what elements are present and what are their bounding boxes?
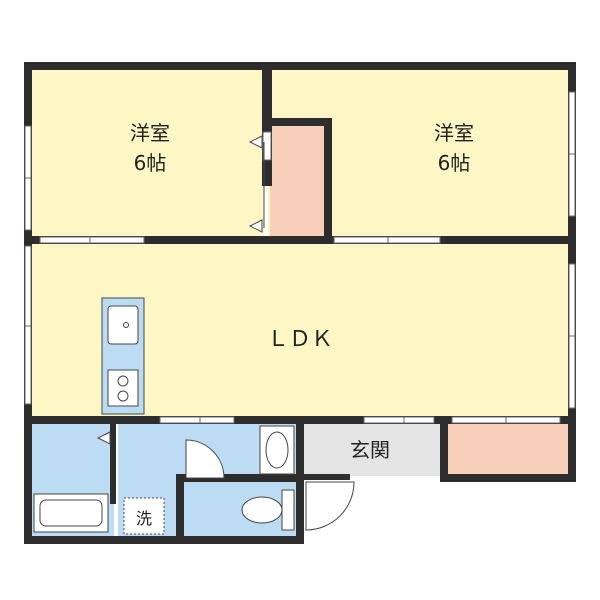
toilet-icon bbox=[241, 489, 295, 531]
kitchen-counter bbox=[101, 297, 145, 415]
closet-door-marks bbox=[248, 135, 265, 233]
wall-bottom-right bbox=[440, 474, 576, 482]
window-ldk-west bbox=[24, 245, 32, 405]
room-labels: 洋室 6帖 洋室 6帖 ＬＤＫ 玄関 洗 bbox=[130, 121, 474, 528]
wall-entrance-storage bbox=[440, 424, 448, 482]
wall-toilet-right bbox=[296, 424, 304, 544]
west-bedroom-size: 6帖 bbox=[134, 151, 167, 175]
west-bedroom-name: 洋室 bbox=[130, 121, 170, 145]
washer-label: 洗 bbox=[136, 509, 152, 528]
washer-space bbox=[123, 497, 165, 535]
east-bedroom-name: 洋室 bbox=[434, 121, 474, 145]
wall-outer-top bbox=[24, 62, 576, 70]
wall-washroom-toilet bbox=[176, 474, 184, 540]
wall-bottom-left bbox=[24, 536, 304, 544]
storage-area bbox=[446, 424, 570, 476]
east-bedroom-size: 6帖 bbox=[438, 151, 471, 175]
washbasin-icon bbox=[259, 425, 295, 475]
door-ldk-entrance bbox=[363, 416, 435, 424]
sliding-marks bbox=[25, 153, 575, 423]
door-ldk-washroom bbox=[159, 416, 235, 424]
washroom-door bbox=[96, 431, 225, 479]
wall-bath-washroom bbox=[110, 424, 116, 504]
entrance-label: 玄関 bbox=[350, 438, 390, 462]
bathtub-icon bbox=[33, 493, 109, 533]
door-west-bedroom bbox=[39, 236, 145, 244]
entrance-area bbox=[300, 424, 440, 476]
closet-area bbox=[270, 124, 326, 240]
entrance-door bbox=[305, 481, 355, 531]
wall-closet-top bbox=[262, 118, 330, 126]
wall-ldk-bottom bbox=[24, 416, 576, 424]
wall-entrance-bottom bbox=[304, 474, 350, 480]
ldk-label: ＬＤＫ bbox=[267, 327, 333, 352]
west-bedroom-area bbox=[30, 68, 264, 240]
wall-toilet-top bbox=[176, 474, 300, 482]
door-east-bedroom bbox=[333, 236, 441, 244]
door-closet-top bbox=[262, 131, 272, 161]
wall-closet-right bbox=[324, 118, 332, 244]
wall-bedroom-ldk bbox=[24, 236, 576, 244]
